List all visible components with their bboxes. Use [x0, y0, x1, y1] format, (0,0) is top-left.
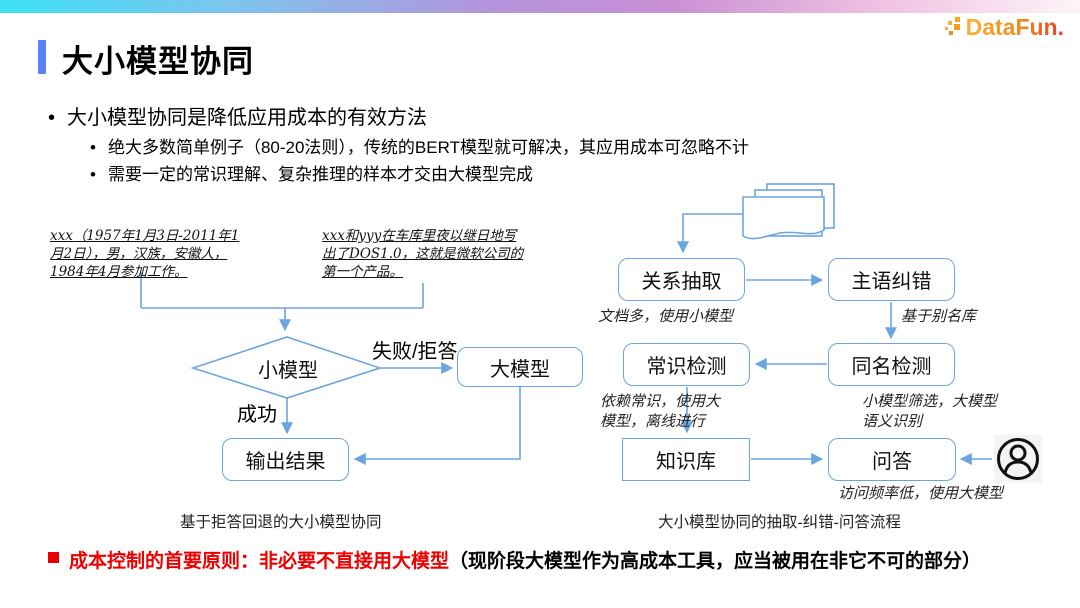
fail-edge-label: 失败/拒答 [372, 341, 458, 363]
qa-box: 问答 [828, 438, 956, 481]
note-common-sense: 依赖常识，使用大模型，离线进行 [600, 392, 721, 431]
footer-highlight: 成本控制的首要原则：非必要不直接用大模型 [69, 551, 450, 572]
top-gradient-bar [0, 0, 1080, 13]
relation-extraction-box: 关系抽取 [618, 258, 745, 301]
arrow-doc-to-relation [677, 213, 743, 254]
logo-text: DataFun. [965, 14, 1064, 40]
page-title: 大小模型协同 [62, 44, 254, 79]
note-same-name: 小模型筛选，大模型语义识别 [862, 392, 998, 431]
same-name-check-box: 同名检测 [828, 343, 955, 386]
subject-correction-box: 主语纠错 [828, 258, 955, 301]
right-diagram-caption: 大小模型协同的抽取-纠错-问答流程 [658, 514, 901, 531]
footer-line: 成本控制的首要原则：非必要不直接用大模型 （现阶段大模型作为高成本工具，应当被用… [48, 546, 1058, 573]
output-box: 输出结果 [222, 438, 349, 481]
example-text-1: xxx（1957年1月3日-2011年1月2日），男，汉族，安徽人，1984年4… [50, 228, 240, 280]
title-accent-bar [38, 40, 46, 74]
datafun-logo: DataFun. [944, 14, 1064, 41]
large-model-box: 大模型 [457, 347, 583, 387]
decision-label: 小模型 [258, 359, 318, 382]
footer-rest: （现阶段大模型作为高成本工具，应当被用在非它不可的部分） [449, 551, 982, 572]
datafun-pixel-icon [944, 17, 960, 35]
example-text-2: xxx和yyy在车库里夜以继日地写出了DOS1.0，这就是微软公司的第一个产品。 [322, 228, 524, 280]
note-relation: 文档多，使用小模型 [598, 307, 734, 325]
knowledge-base-box: 知识库 [622, 438, 750, 481]
common-sense-check-box: 常识检测 [623, 343, 750, 386]
bullet-sub-2: 需要一定的常识理解、复杂推理的样本才交由大模型完成 [90, 160, 533, 185]
arrow-largemodel-to-output [353, 387, 521, 465]
note-alias: 基于别名库 [901, 307, 977, 325]
document-stack-icon [766, 183, 835, 229]
success-edge-label: 成功 [237, 404, 277, 426]
note-qa: 访问频率低，使用大模型 [838, 484, 1004, 502]
bullet-sub-1: 绝大多数简单例子（80-20法则），传统的BERT模型就可解决，其应用成本可忽略… [90, 133, 749, 158]
left-diagram-caption: 基于拒答回退的大小模型协同 [180, 514, 382, 531]
red-square-bullet [48, 552, 59, 563]
user-icon [994, 435, 1042, 483]
bullet-main: 大小模型协同是降低应用成本的有效方法 [48, 101, 427, 130]
